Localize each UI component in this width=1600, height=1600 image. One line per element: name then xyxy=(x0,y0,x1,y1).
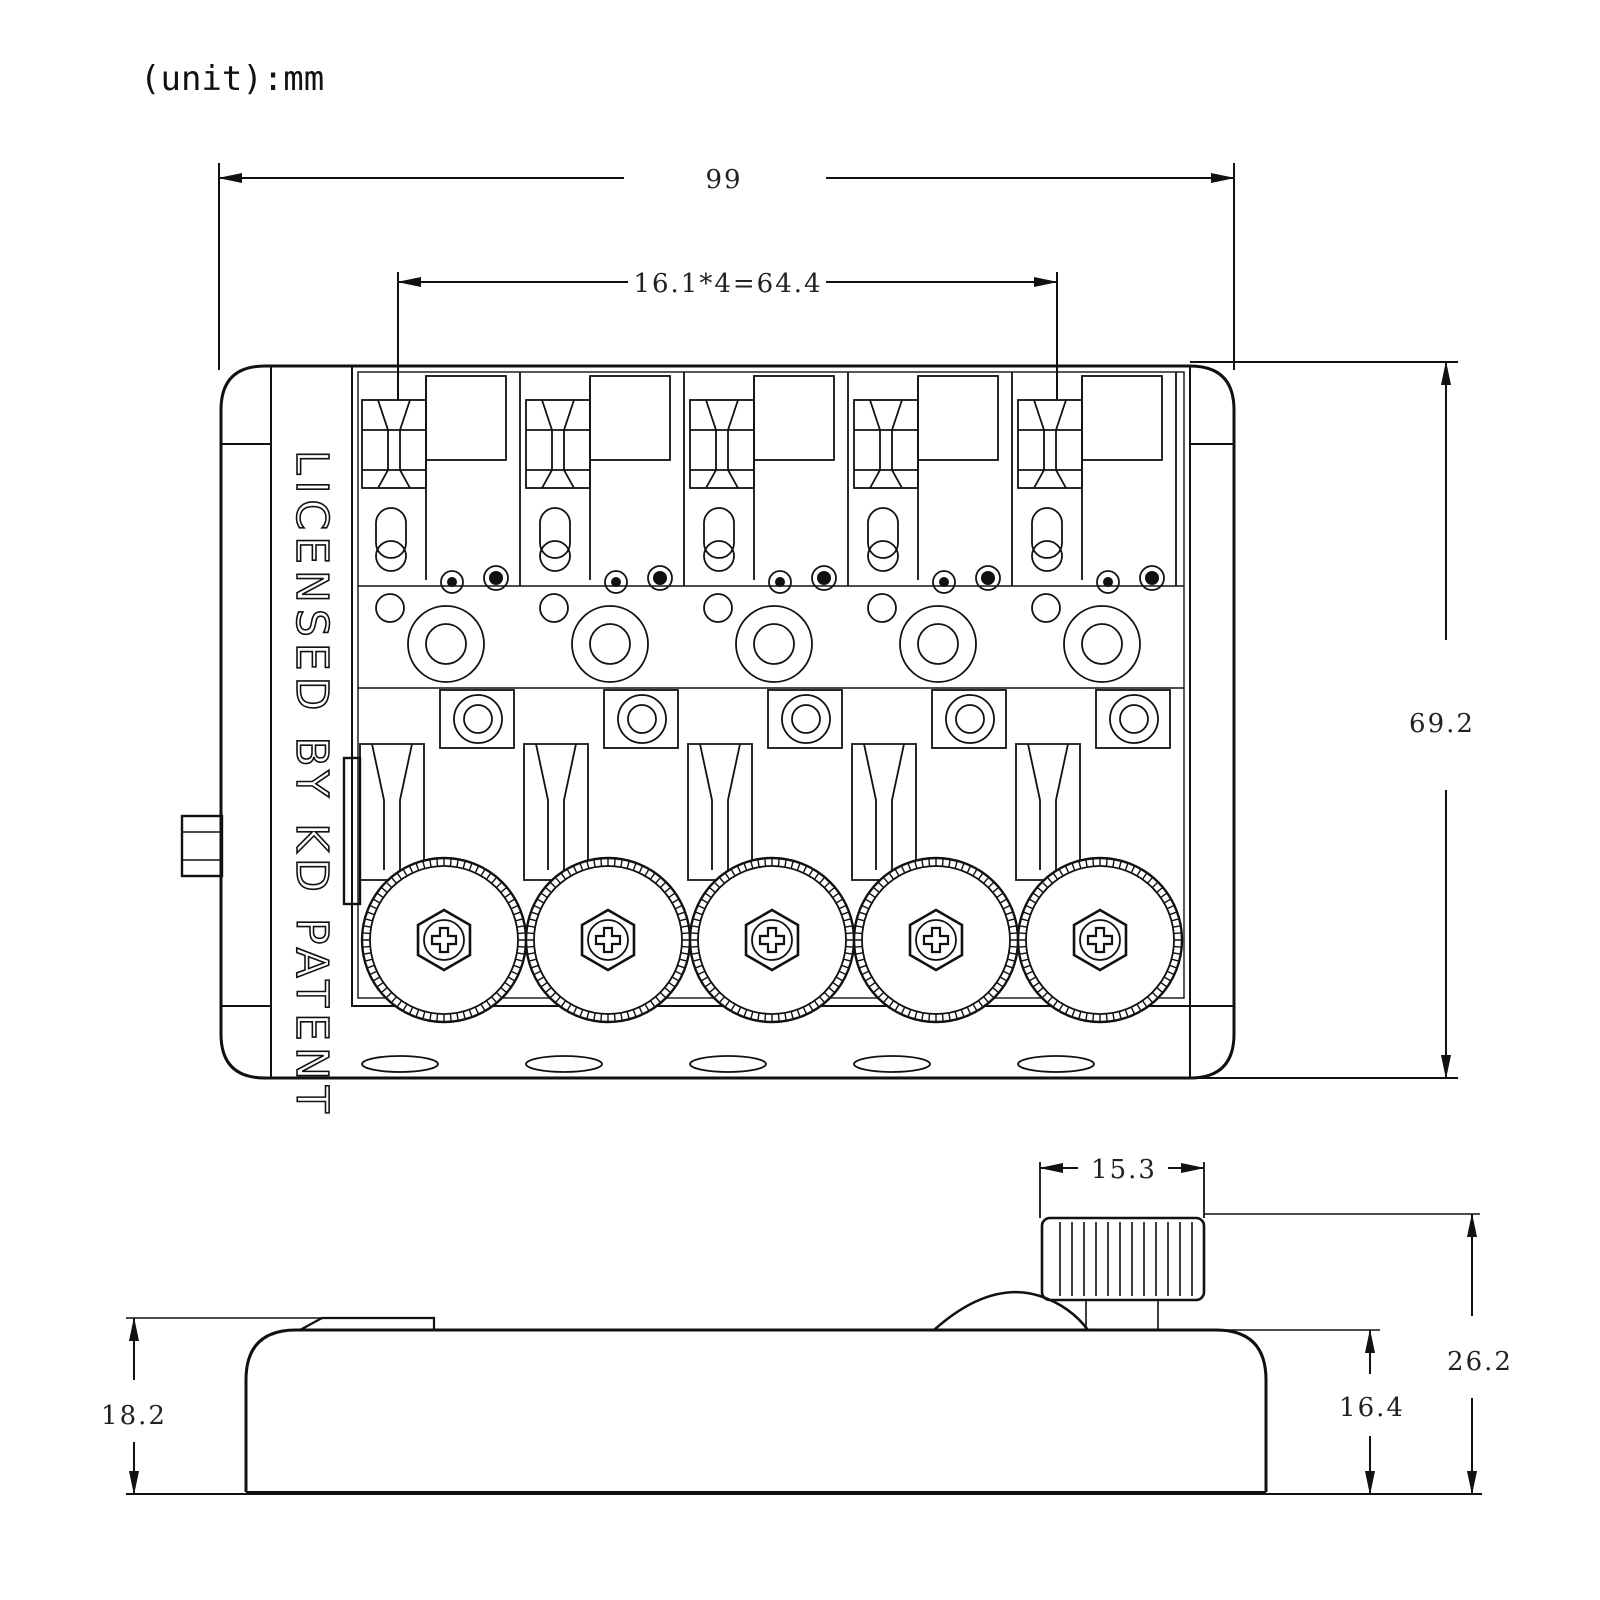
grub-screw xyxy=(483,565,509,591)
grub-screw xyxy=(932,570,956,594)
string-roller xyxy=(525,399,591,489)
engraving-text: LICENSED BY KD PATENT xyxy=(286,450,337,1119)
hex-nut xyxy=(439,689,515,749)
grub-screw xyxy=(647,565,673,591)
side-view: 15.3 18.2 16.4 26.2 xyxy=(101,1155,1513,1495)
width-dimension: 99 xyxy=(705,165,742,195)
string-spacing-dimension: 16.1*4=64.4 xyxy=(633,269,822,299)
washer xyxy=(407,605,485,683)
base-height-dimension: 18.2 xyxy=(101,1401,167,1431)
saddle xyxy=(523,372,692,1024)
grub-screw xyxy=(811,565,837,591)
phillips-icon xyxy=(1086,926,1114,954)
height-block xyxy=(1081,375,1163,461)
grub-screw xyxy=(768,570,792,594)
grub-screw xyxy=(604,570,628,594)
lock-hole xyxy=(375,593,405,623)
v-roller xyxy=(523,743,589,881)
total-height-dimension: 26.2 xyxy=(1447,1347,1513,1377)
grub-screw xyxy=(1139,565,1165,591)
grub-screw xyxy=(1096,570,1120,594)
washer xyxy=(899,605,977,683)
knurl-lines xyxy=(1059,1222,1193,1296)
saddle-group xyxy=(359,372,1184,1024)
adjust-slot xyxy=(703,507,735,559)
unit-label: (unit):mm xyxy=(140,59,324,99)
screw-head xyxy=(416,908,472,972)
adjust-slot xyxy=(867,507,899,559)
screw-head xyxy=(1072,908,1128,972)
mounting-slot xyxy=(1017,1055,1095,1073)
hex-nut xyxy=(767,689,843,749)
hex-nut xyxy=(1095,689,1171,749)
adjust-slot xyxy=(539,507,571,559)
screw-head xyxy=(908,908,964,972)
adjust-slot xyxy=(375,507,407,559)
height-block xyxy=(753,375,835,461)
saddle xyxy=(851,372,1020,1024)
washer xyxy=(1063,605,1141,683)
top-view: 99 16.1*4=64.4 69.2 LICENSED BY xyxy=(180,163,1475,1120)
mounting-slot xyxy=(689,1055,767,1073)
saddle xyxy=(687,372,856,1024)
screw-head xyxy=(580,908,636,972)
v-roller xyxy=(1015,743,1081,881)
phillips-icon xyxy=(922,926,950,954)
height-block xyxy=(425,375,507,461)
lock-hole xyxy=(1031,593,1061,623)
lock-hole xyxy=(703,593,733,623)
washer xyxy=(735,605,813,683)
v-roller xyxy=(359,743,425,881)
phillips-icon xyxy=(594,926,622,954)
phillips-icon xyxy=(758,926,786,954)
hex-nut xyxy=(931,689,1007,749)
string-roller xyxy=(853,399,919,489)
lock-hole xyxy=(867,593,897,623)
grub-screw xyxy=(440,570,464,594)
saddle xyxy=(1015,372,1184,1024)
mounting-slot xyxy=(361,1055,439,1073)
washer xyxy=(571,605,649,683)
height-block xyxy=(589,375,671,461)
length-dimension: 69.2 xyxy=(1409,709,1475,739)
v-roller xyxy=(687,743,753,881)
mounting-slot xyxy=(525,1055,603,1073)
mounting-slots xyxy=(361,1055,1095,1073)
saddle-width-dimension: 15.3 xyxy=(1091,1155,1157,1185)
mounting-slot xyxy=(853,1055,931,1073)
screw-head xyxy=(744,908,800,972)
grub-screw xyxy=(975,565,1001,591)
phillips-icon xyxy=(430,926,458,954)
body-height-dimension: 16.4 xyxy=(1339,1393,1405,1423)
v-roller xyxy=(851,743,917,881)
height-block xyxy=(917,375,999,461)
hex-nut xyxy=(603,689,679,749)
saddle xyxy=(359,372,528,1024)
string-roller xyxy=(361,399,427,489)
string-roller xyxy=(1017,399,1083,489)
lock-hole xyxy=(539,593,569,623)
adjust-slot xyxy=(1031,507,1063,559)
string-roller xyxy=(689,399,755,489)
